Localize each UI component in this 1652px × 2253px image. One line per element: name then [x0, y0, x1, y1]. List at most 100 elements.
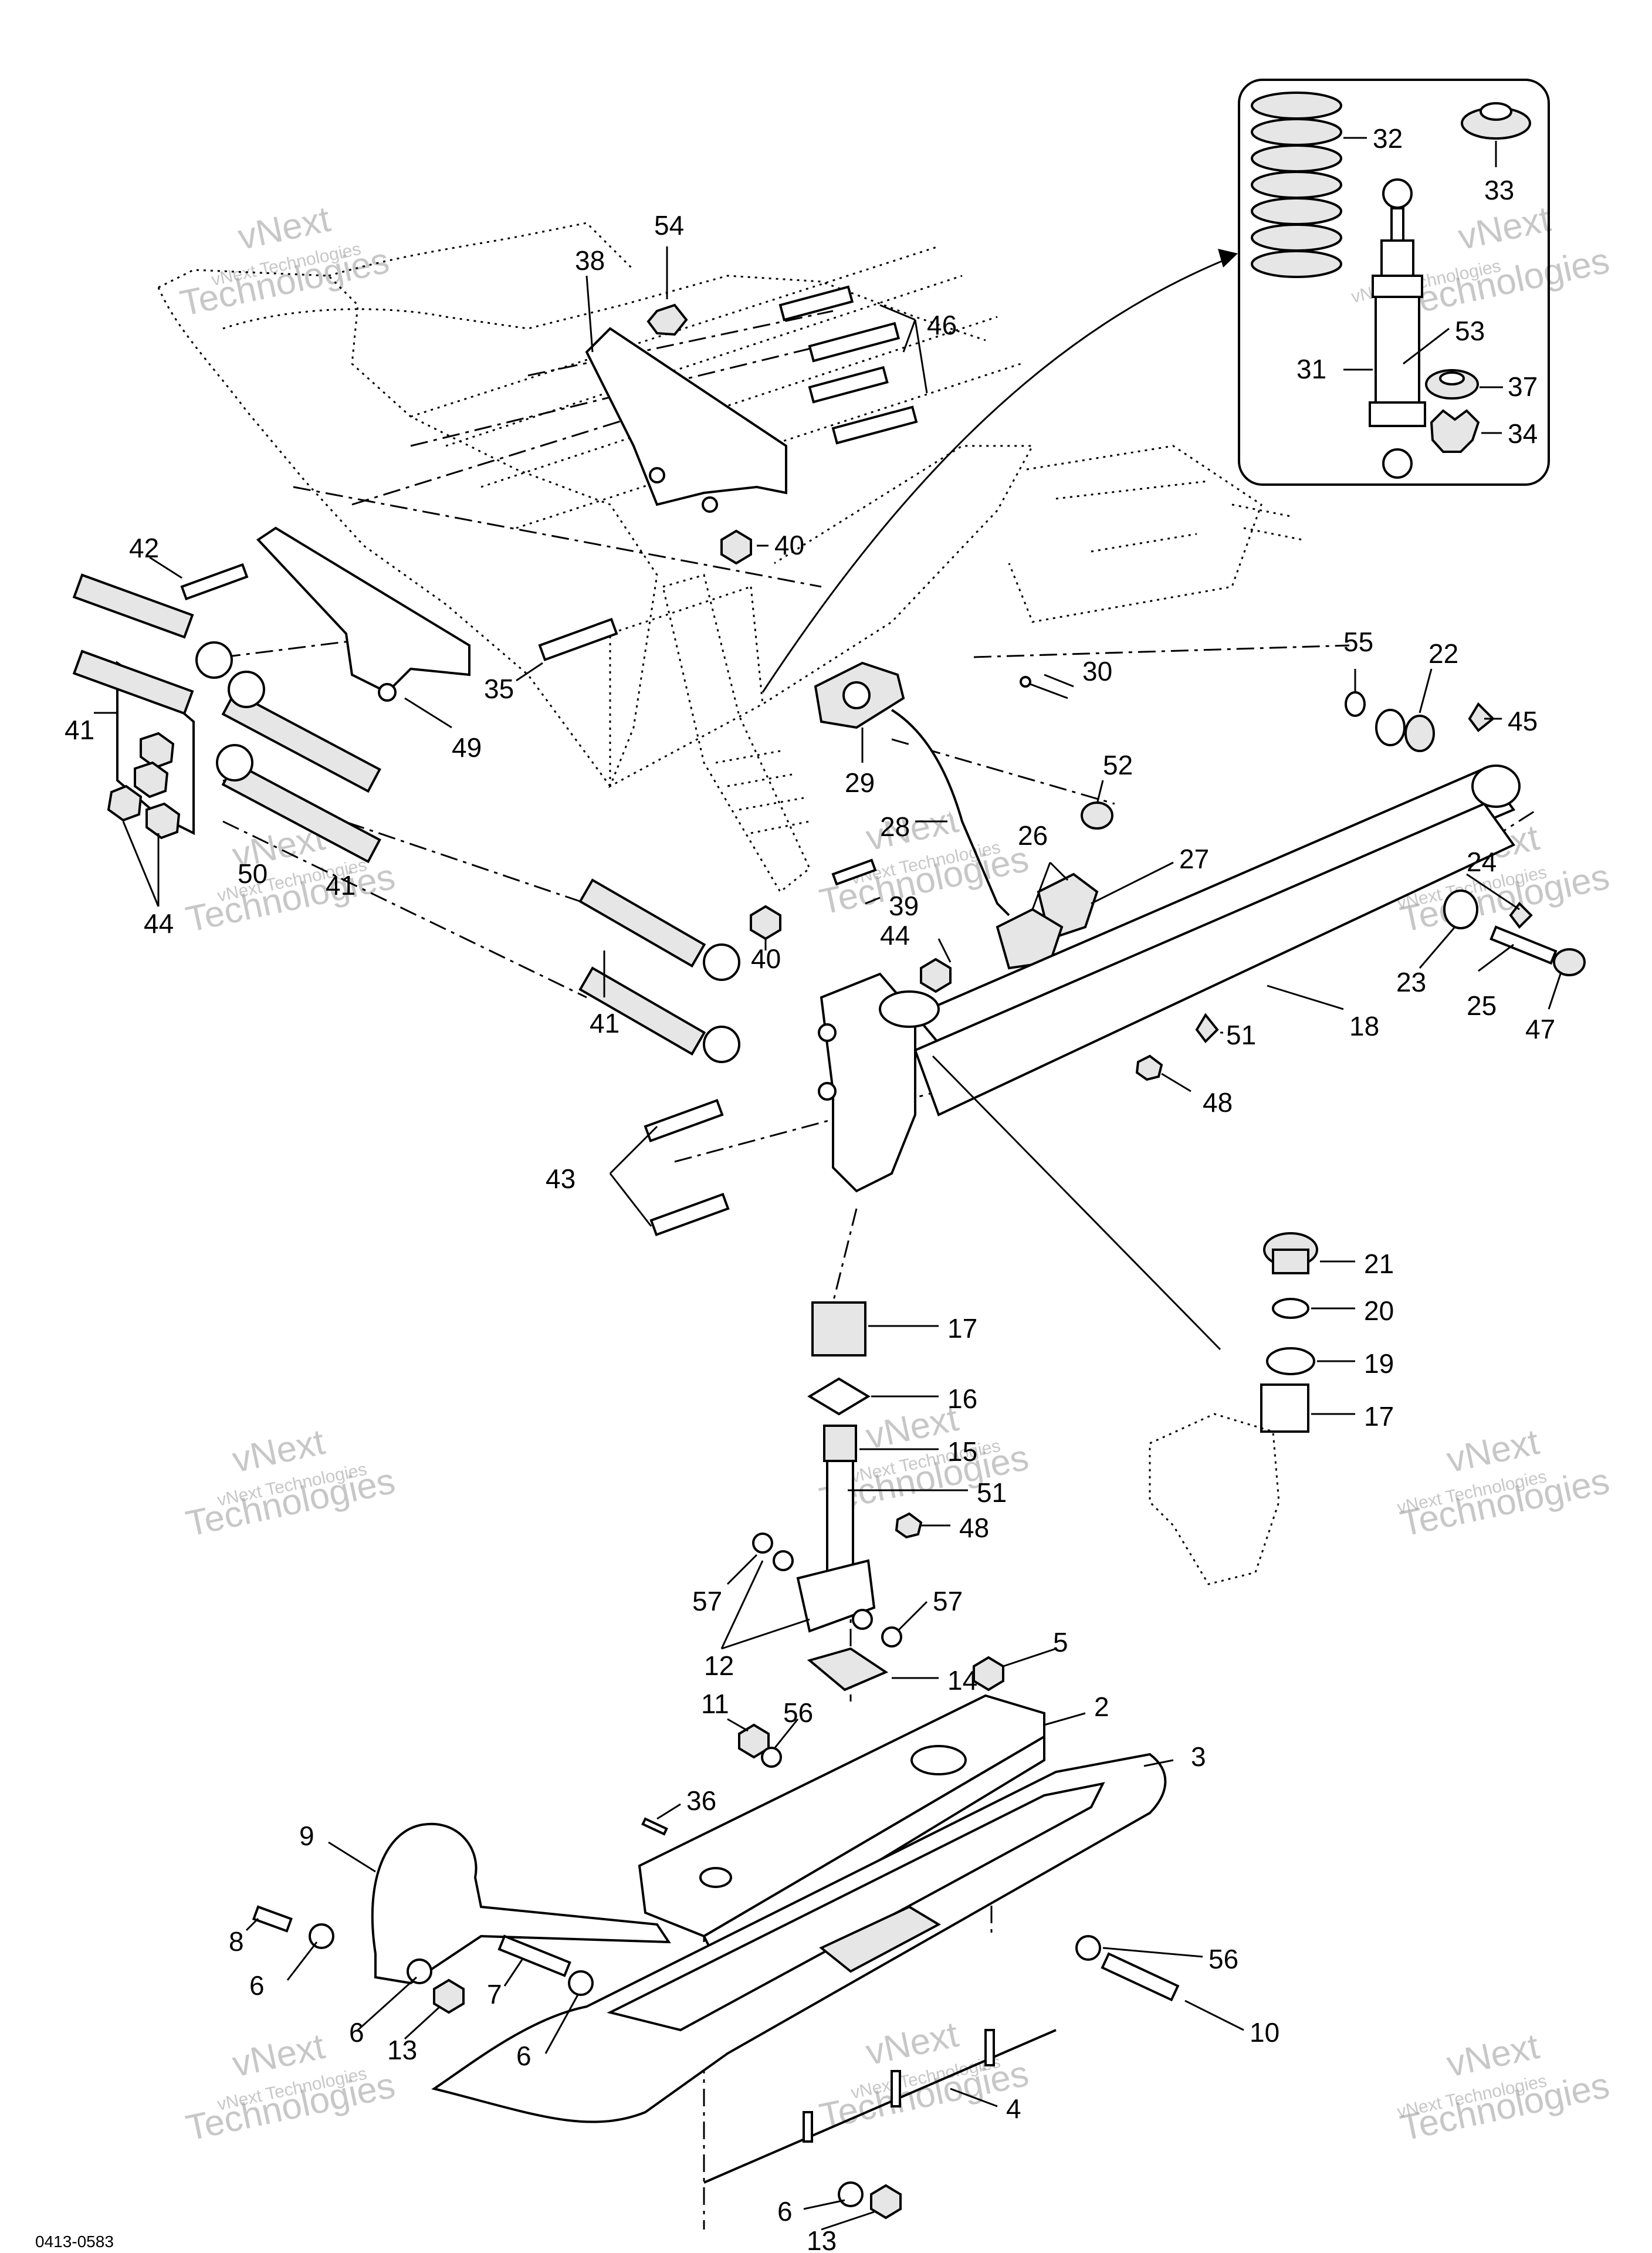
label-6-d: 6 [777, 2196, 793, 2227]
grease-51-top [1195, 1013, 1219, 1044]
label-41-bottom: 41 [590, 1008, 620, 1038]
label-29: 29 [845, 767, 875, 798]
label-12: 12 [704, 1650, 734, 1681]
svg-text:Technologies: Technologies [1397, 2065, 1613, 2149]
watermark-bottom-center: vNext vNext Technologies Technologies [816, 2014, 1032, 2137]
grease-24 [1509, 901, 1533, 929]
svg-text:Technologies: Technologies [816, 2054, 1032, 2137]
watermark-mid-left: vNext vNext Technologies Technologies [182, 1422, 398, 1545]
svg-text:Technologies: Technologies [1397, 241, 1613, 324]
svg-text:Technologies: Technologies [182, 2065, 398, 2149]
cap-52 [1081, 801, 1113, 830]
label-9: 9 [299, 1821, 314, 1851]
inset-frame [1238, 79, 1550, 486]
label-13-a: 13 [387, 2035, 417, 2065]
svg-text:Technologies: Technologies [1397, 1461, 1613, 1545]
nut-40-bottom [750, 905, 781, 941]
runner-4 [703, 2029, 1057, 2184]
leader-lines [94, 246, 1562, 2231]
label-44-left: 44 [144, 908, 174, 939]
label-35: 35 [484, 674, 514, 704]
label-43: 43 [546, 1163, 576, 1194]
label-56-top: 56 [783, 1697, 813, 1728]
hardware-ski [252, 1656, 1180, 2220]
svg-text:Technologies: Technologies [177, 241, 392, 324]
label-53: 53 [1455, 316, 1485, 346]
label-48-top: 48 [1203, 1087, 1233, 1118]
link-rod-28 [891, 709, 1010, 916]
clamps-26 [996, 872, 1099, 970]
label-15: 15 [947, 1436, 977, 1467]
handle-9 [371, 1822, 671, 1985]
label-23: 23 [1396, 967, 1426, 997]
bracket-49 [256, 526, 470, 702]
callout-labels: 32 33 54 38 46 53 31 37 34 42 40 35 49 4… [65, 123, 1555, 2253]
label-41-mid: 41 [326, 870, 356, 901]
steering-spindle [752, 1301, 923, 1692]
label-26: 26 [1018, 820, 1048, 851]
inset-pointer-arrowhead [1218, 249, 1238, 268]
label-36: 36 [686, 1785, 716, 1816]
bolts-46 [778, 285, 918, 445]
label-52: 52 [1103, 750, 1133, 780]
label-17-center: 17 [947, 1313, 977, 1344]
label-25: 25 [1467, 990, 1497, 1021]
label-57-left: 57 [692, 1586, 722, 1616]
label-49: 49 [452, 732, 482, 763]
label-50: 50 [238, 858, 268, 889]
label-40-top: 40 [774, 530, 804, 560]
spring-seat-37 [1425, 369, 1479, 400]
rods-41 [72, 573, 740, 1063]
label-54: 54 [654, 210, 684, 241]
bolts-43 [644, 1098, 730, 1236]
label-11: 11 [701, 1689, 729, 1719]
watermark-mid-upper-left: vNext vNext Technologies Technologies [182, 817, 398, 941]
nut-54 [646, 303, 688, 336]
svg-text:Technologies: Technologies [182, 857, 398, 941]
label-42: 42 [129, 533, 159, 563]
label-20: 20 [1364, 1295, 1394, 1326]
spring-32 [1251, 92, 1342, 278]
nut-40-top [720, 529, 752, 565]
label-41-left: 41 [65, 715, 94, 745]
label-6-c: 6 [516, 2041, 532, 2071]
label-3: 3 [1191, 1741, 1206, 1772]
label-16: 16 [947, 1383, 977, 1414]
label-22: 22 [1428, 638, 1458, 669]
label-56-right: 56 [1208, 1944, 1238, 1974]
bracket-38 [585, 327, 787, 513]
spring-cap-33 [1461, 102, 1531, 140]
label-28: 28 [880, 811, 910, 842]
label-55: 55 [1343, 627, 1373, 657]
svg-text:Technologies: Technologies [182, 1461, 398, 1545]
figure-code: 0413-0583 [35, 2232, 114, 2251]
label-45: 45 [1508, 706, 1538, 736]
label-10: 10 [1250, 2017, 1279, 2048]
label-6-a: 6 [249, 1970, 265, 2001]
pivot-29 [814, 661, 905, 729]
shock-body-31 [1369, 178, 1426, 479]
label-17-right: 17 [1364, 1401, 1394, 1432]
ski-3 [431, 1753, 1167, 2123]
label-38: 38 [575, 245, 605, 276]
washer-55 [1345, 691, 1366, 717]
bushing-22 [1375, 709, 1435, 752]
label-5: 5 [1053, 1627, 1068, 1657]
label-57-right: 57 [933, 1586, 963, 1616]
label-2: 2 [1094, 1692, 1109, 1722]
watermark-top-left: vNext vNext Technologies Technologies [177, 199, 392, 324]
pin-30 [1020, 676, 1068, 699]
nut-44-center [920, 958, 952, 993]
watermark-mid-right: vNext vNext Technologies Technologies [1396, 1422, 1613, 1545]
label-40-bottom: 40 [751, 943, 781, 974]
label-48-center: 48 [959, 1513, 989, 1543]
label-24: 24 [1467, 847, 1497, 877]
nut-48-top [1135, 1054, 1163, 1081]
bolt-25 [1489, 925, 1558, 965]
label-19: 19 [1364, 1348, 1394, 1379]
grease-45 [1468, 702, 1495, 732]
vehicle-frame-dotted [157, 222, 1303, 894]
label-39: 39 [889, 891, 919, 921]
watermark-bottom-right: vNext vNext Technologies Technologies [1396, 2026, 1613, 2149]
